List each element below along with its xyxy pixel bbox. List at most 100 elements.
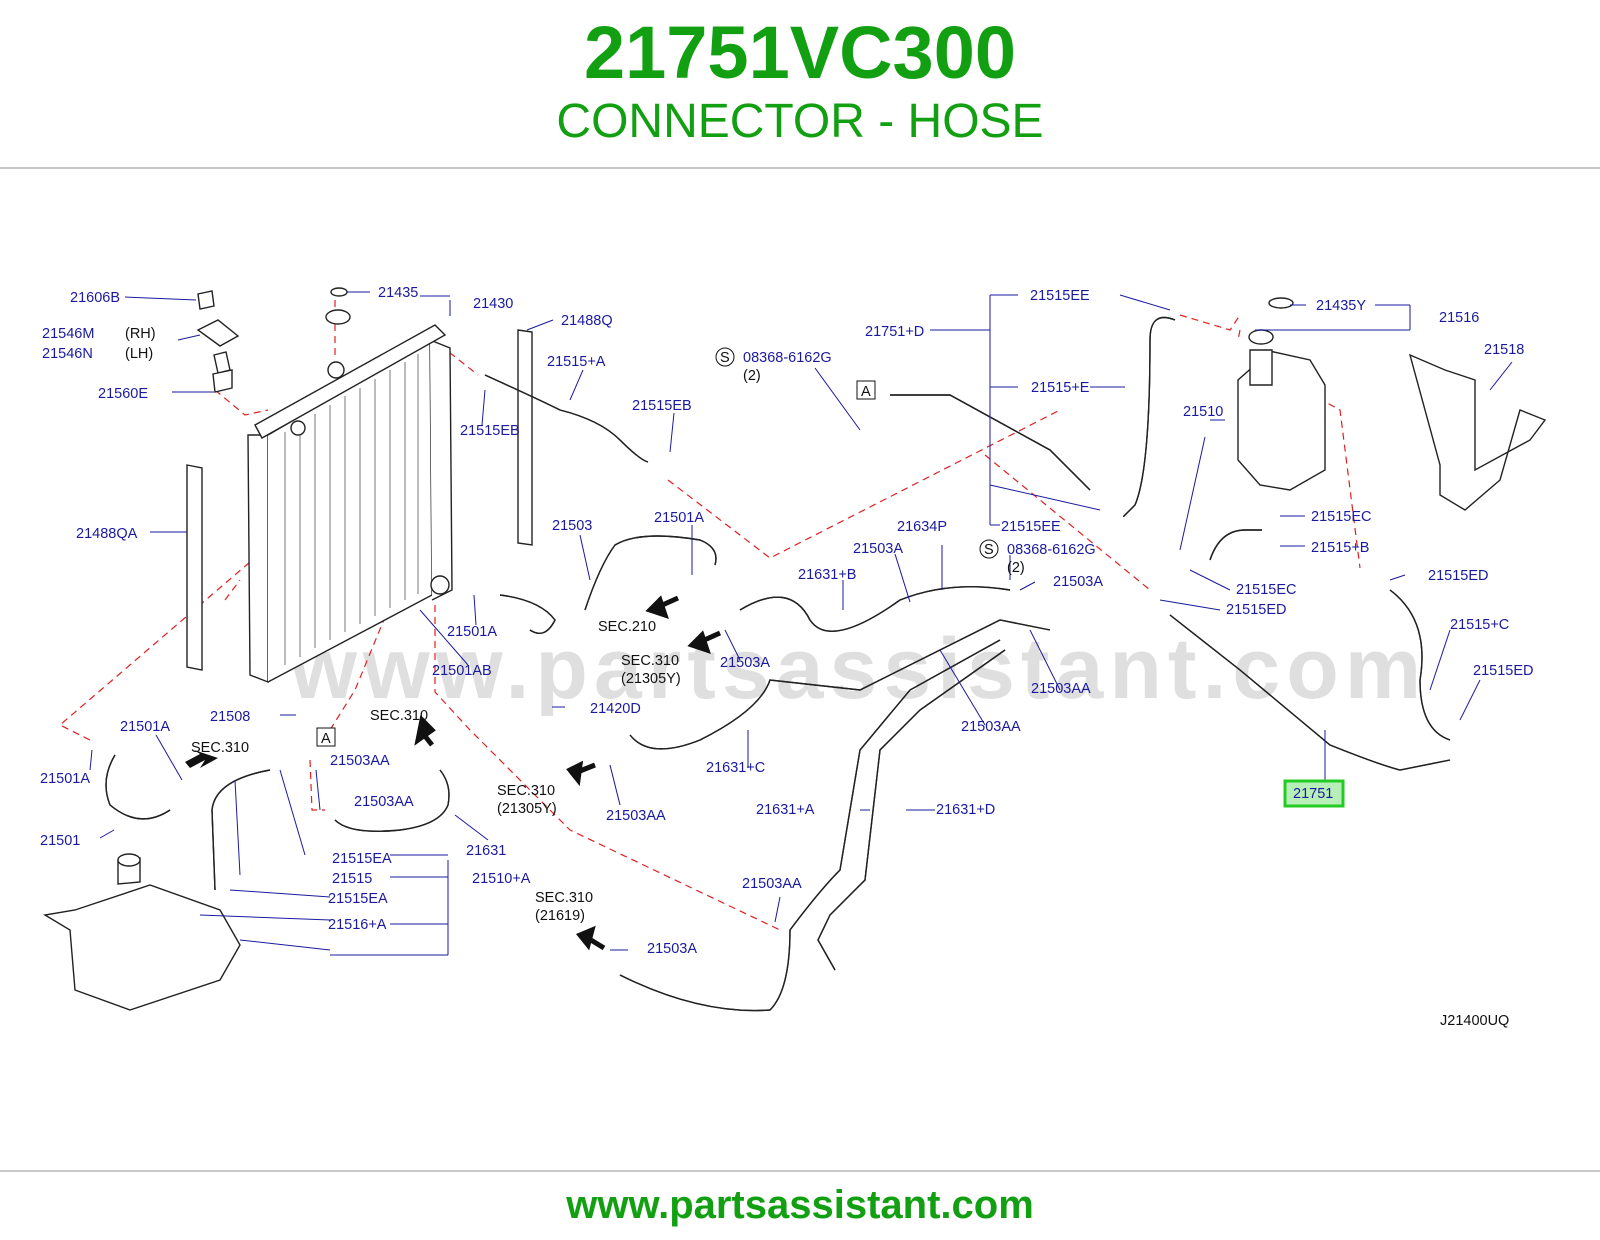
- label-21420D[interactable]: 21420D: [590, 701, 641, 717]
- part-number-title: 21751VC300: [583, 11, 1017, 94]
- reservoir-tank-right: [1237, 297, 1326, 491]
- header-divider: [0, 167, 1600, 169]
- label-21619: (21619): [535, 908, 585, 924]
- heater-pipes: [619, 585, 1051, 1012]
- label-21516-a[interactable]: 21516+A: [328, 917, 387, 933]
- label-21503AA-j[interactable]: 21503AA: [1031, 681, 1091, 697]
- label-21515EE-bottom[interactable]: 21515EE: [1001, 519, 1061, 535]
- label-21631-c[interactable]: 21631+C: [706, 760, 765, 776]
- label-21503AA-c[interactable]: 21503AA: [606, 808, 666, 824]
- watermark: www.partsassistant.com: [289, 621, 1427, 717]
- label-sec310-b[interactable]: SEC.310: [370, 708, 428, 724]
- footer-divider: [0, 1170, 1600, 1172]
- label-21503AA-k[interactable]: 21503AA: [961, 719, 1021, 735]
- label-08368-6162G-top[interactable]: 08368-6162G: [743, 350, 832, 366]
- label-21606B[interactable]: 21606B: [70, 290, 120, 306]
- mount-parts: [196, 287, 351, 393]
- label-21515EB-right[interactable]: 21515EB: [632, 398, 692, 414]
- label-21501AB[interactable]: 21501AB: [432, 663, 492, 679]
- label-08368-6162G-right[interactable]: 08368-6162G: [1007, 542, 1096, 558]
- label-21515EB-left[interactable]: 21515EB: [460, 423, 520, 439]
- label-21501A-lower[interactable]: 21501A: [120, 719, 170, 735]
- page-header: 21751VC300 CONNECTOR - HOSE: [0, 0, 1600, 170]
- part-name-subtitle: CONNECTOR - HOSE: [556, 95, 1044, 148]
- label-21510[interactable]: 21510: [1183, 404, 1223, 420]
- label-21515-a[interactable]: 21515+A: [547, 354, 606, 370]
- highlight-box-21751: [1283, 779, 1345, 808]
- leader-lines: [89, 291, 1513, 956]
- label-21501[interactable]: 21501: [40, 833, 80, 849]
- label-21515EA-b[interactable]: 21515EA: [328, 891, 388, 907]
- ref-marker-a-right: A: [861, 384, 871, 400]
- label-21510-a[interactable]: 21510+A: [472, 871, 531, 887]
- label-21488Q[interactable]: 21488Q: [561, 313, 613, 329]
- label-21515-c[interactable]: 21515+C: [1450, 617, 1509, 633]
- label-21631-d[interactable]: 21631+D: [936, 802, 995, 818]
- label-21435Y[interactable]: 21435Y: [1316, 298, 1366, 314]
- label-21515[interactable]: 21515: [332, 871, 372, 887]
- ref-marker-a-left: A: [321, 731, 331, 747]
- label-21503A-g[interactable]: 21503A: [720, 655, 770, 671]
- parts-diagram-svg: www.partsassistant.com: [40, 285, 1547, 1029]
- label-21430[interactable]: 21430: [473, 296, 513, 312]
- label-21501A-left[interactable]: 21501A: [40, 771, 90, 787]
- bracket-21518: [1408, 353, 1547, 511]
- label-21501A-top[interactable]: 21501A: [654, 510, 704, 526]
- label-21503A-i[interactable]: 21503A: [1053, 574, 1103, 590]
- label-lh: (LH): [125, 346, 153, 362]
- hoses-left: [105, 374, 717, 891]
- radiator: [247, 324, 453, 684]
- reservoir-tank-left: [43, 853, 241, 1011]
- label-21515ED-b[interactable]: 21515ED: [1428, 568, 1488, 584]
- label-21631-b[interactable]: 21631+B: [798, 567, 856, 583]
- label-21515EC-b[interactable]: 21515EC: [1236, 582, 1296, 598]
- label-21501A-mid[interactable]: 21501A: [447, 624, 497, 640]
- label-21435[interactable]: 21435: [378, 285, 418, 301]
- part-labels: 21606B 21546M (RH) 21546N (LH) 21560E 21…: [40, 285, 1533, 1029]
- label-21515EA-a[interactable]: 21515EA: [332, 851, 392, 867]
- label-sec310-c[interactable]: SEC.310: [191, 740, 249, 756]
- label-21503A-h[interactable]: 21503A: [853, 541, 903, 557]
- label-21560E[interactable]: 21560E: [98, 386, 148, 402]
- label-21546M[interactable]: 21546M: [42, 326, 94, 342]
- label-sec310-e[interactable]: SEC.310: [535, 890, 593, 906]
- label-21515-e[interactable]: 21515+E: [1031, 380, 1090, 396]
- ref-markers: A A S S: [316, 347, 999, 747]
- label-21305Y-a: (21305Y): [621, 671, 681, 687]
- label-21503AA-f[interactable]: 21503AA: [742, 876, 802, 892]
- label-21305Y-d: (21305Y): [497, 801, 557, 817]
- label-21503AA-b[interactable]: 21503AA: [354, 794, 414, 810]
- label-rh: (RH): [125, 326, 156, 342]
- label-21751-highlighted[interactable]: 21751: [1293, 786, 1333, 802]
- label-21488QA[interactable]: 21488QA: [76, 526, 138, 542]
- label-21503AA-a[interactable]: 21503AA: [330, 753, 390, 769]
- label-qty-right: (2): [1007, 560, 1025, 576]
- label-21515ED-a[interactable]: 21515ED: [1226, 602, 1286, 618]
- diagram-code: J21400UQ: [1440, 1013, 1509, 1029]
- label-21518[interactable]: 21518: [1484, 342, 1524, 358]
- label-21516[interactable]: 21516: [1439, 310, 1479, 326]
- ref-marker-s-right: S: [984, 542, 994, 558]
- footer-website-link[interactable]: www.partsassistant.com: [566, 1183, 1034, 1227]
- air-guide-strips: [186, 329, 533, 671]
- label-21634P[interactable]: 21634P: [897, 519, 947, 535]
- hoses-right: [890, 316, 1451, 771]
- label-21515ED-c[interactable]: 21515ED: [1473, 663, 1533, 679]
- label-qty-top: (2): [743, 368, 761, 384]
- label-sec310-d[interactable]: SEC.310: [497, 783, 555, 799]
- label-21503A-e[interactable]: 21503A: [647, 941, 697, 957]
- label-sec310-a[interactable]: SEC.310: [621, 653, 679, 669]
- label-21515EE-top[interactable]: 21515EE: [1030, 288, 1090, 304]
- label-21751-d[interactable]: 21751+D: [865, 324, 924, 340]
- label-21631[interactable]: 21631: [466, 843, 506, 859]
- ref-marker-s-top: S: [720, 350, 730, 366]
- label-sec210[interactable]: SEC.210: [598, 619, 656, 635]
- label-21503[interactable]: 21503: [552, 518, 592, 534]
- label-21546N[interactable]: 21546N: [42, 346, 93, 362]
- label-21508[interactable]: 21508: [210, 709, 250, 725]
- label-21515EC-a[interactable]: 21515EC: [1311, 509, 1371, 525]
- label-21515-b[interactable]: 21515+B: [1311, 540, 1369, 556]
- arrows: [185, 595, 722, 951]
- label-21631-a[interactable]: 21631+A: [756, 802, 815, 818]
- parts-diagram: www.partsassistant.com: [0, 170, 1600, 1170]
